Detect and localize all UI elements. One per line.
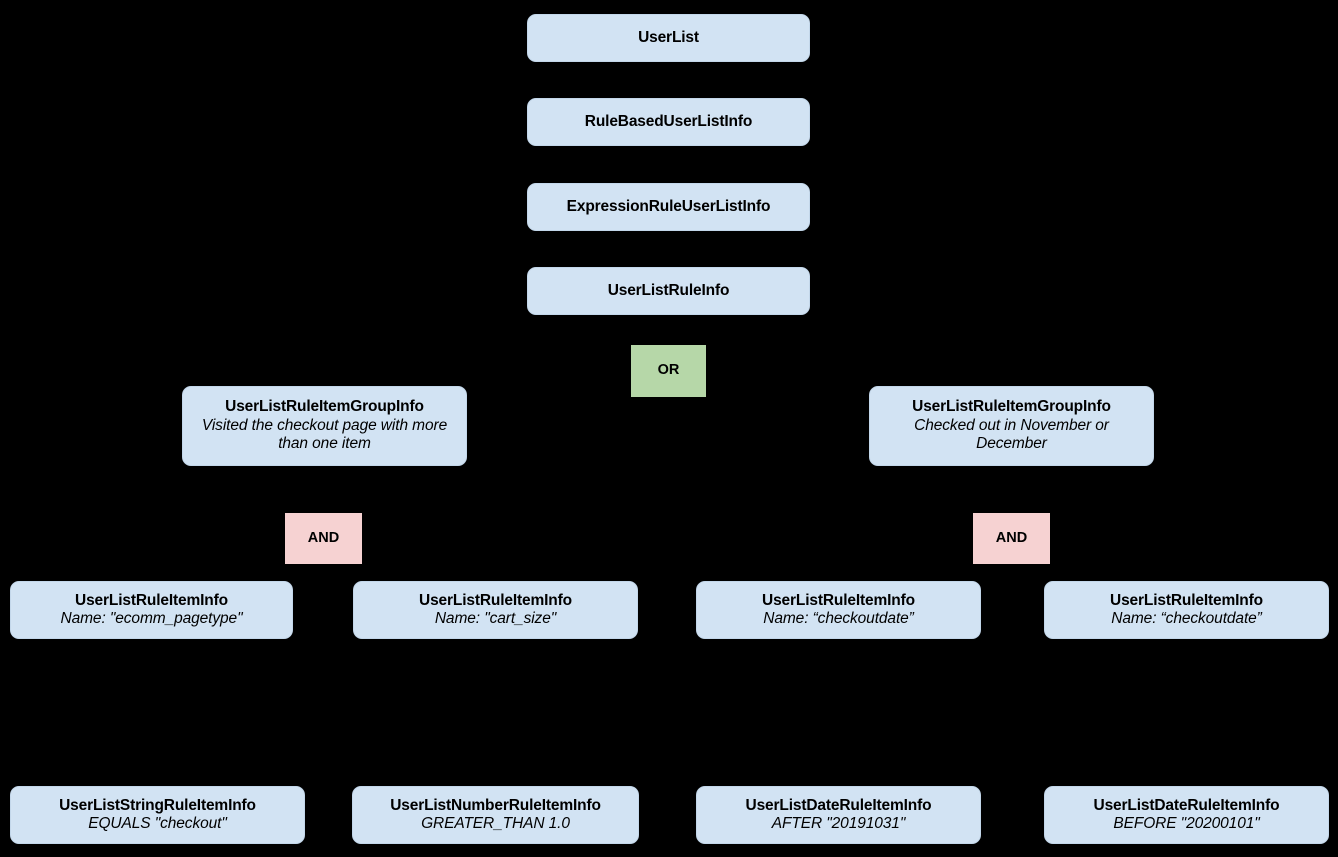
node-title: RuleBasedUserListInfo — [584, 112, 753, 130]
node-subtitle: Name: "cart_size" — [434, 610, 557, 627]
node-subtitle: Name: “checkoutdate” — [763, 610, 914, 627]
node-title: UserListRuleItemInfo — [75, 591, 228, 609]
node-group-left[interactable]: UserListRuleItemGroupInfo Visited the ch… — [182, 386, 467, 466]
node-title: UserListRuleItemInfo — [1110, 591, 1263, 609]
node-subtitle: Checked out in November or December — [914, 416, 1109, 453]
node-title: UserListRuleItemGroupInfo — [912, 398, 1111, 416]
node-expressionruleuserlistinfo[interactable]: ExpressionRuleUserListInfo — [527, 183, 810, 231]
node-subtitle: Name: "ecomm_pagetype" — [60, 610, 243, 627]
node-subtitle: EQUALS "checkout" — [88, 815, 227, 832]
node-group-right[interactable]: UserListRuleItemGroupInfo Checked out in… — [869, 386, 1154, 466]
node-userlistruleinfo[interactable]: UserListRuleInfo — [527, 267, 810, 315]
node-title: UserList — [638, 28, 699, 46]
node-leaf-date-rule-after[interactable]: UserListDateRuleItemInfo AFTER "20191031… — [696, 786, 981, 844]
operator-label: AND — [307, 529, 340, 546]
node-title: UserListDateRuleItemInfo — [1093, 796, 1280, 814]
node-leaf-string-rule[interactable]: UserListStringRuleItemInfo EQUALS "check… — [10, 786, 305, 844]
node-ruleitem-ecomm-pagetype[interactable]: UserListRuleItemInfo Name: "ecomm_pagety… — [10, 581, 293, 639]
operator-or[interactable]: OR — [631, 345, 706, 397]
node-userlist[interactable]: UserList — [527, 14, 810, 62]
node-subtitle: AFTER "20191031" — [771, 815, 906, 832]
node-title: UserListStringRuleItemInfo — [59, 796, 256, 814]
node-title: UserListRuleItemInfo — [419, 591, 572, 609]
node-ruleitem-cart-size[interactable]: UserListRuleItemInfo Name: "cart_size" — [353, 581, 638, 639]
node-title: UserListRuleItemInfo — [762, 591, 915, 609]
operator-and-right[interactable]: AND — [973, 513, 1050, 564]
operator-label: OR — [657, 362, 680, 379]
operator-and-left[interactable]: AND — [285, 513, 362, 564]
node-subtitle: GREATER_THAN 1.0 — [421, 815, 570, 832]
node-title: UserListRuleInfo — [607, 281, 730, 299]
node-ruleitem-checkoutdate-before[interactable]: UserListRuleItemInfo Name: “checkoutdate… — [1044, 581, 1329, 639]
node-rulebaseduserlistinfo[interactable]: RuleBasedUserListInfo — [527, 98, 810, 146]
node-subtitle: Visited the checkout page with more than… — [201, 416, 448, 453]
node-title: ExpressionRuleUserListInfo — [566, 197, 771, 215]
node-title: UserListRuleItemGroupInfo — [225, 398, 424, 416]
operator-label: AND — [995, 529, 1028, 546]
node-title: UserListDateRuleItemInfo — [745, 796, 932, 814]
node-title: UserListNumberRuleItemInfo — [390, 796, 601, 814]
node-subtitle: Name: “checkoutdate” — [1111, 610, 1262, 627]
node-leaf-date-rule-before[interactable]: UserListDateRuleItemInfo BEFORE "2020010… — [1044, 786, 1329, 844]
node-leaf-number-rule[interactable]: UserListNumberRuleItemInfo GREATER_THAN … — [352, 786, 639, 844]
node-subtitle: BEFORE "20200101" — [1113, 815, 1260, 832]
node-ruleitem-checkoutdate-after[interactable]: UserListRuleItemInfo Name: “checkoutdate… — [696, 581, 981, 639]
